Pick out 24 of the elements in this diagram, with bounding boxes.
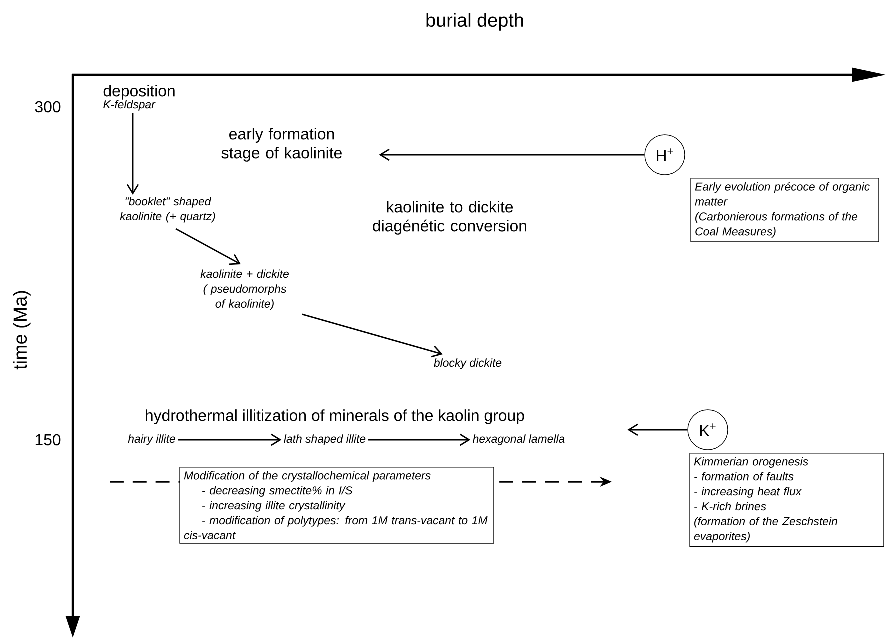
arrow xyxy=(176,228,241,266)
axis-title: burial depth xyxy=(426,13,524,31)
arrow xyxy=(302,314,443,358)
stage-label: kaolinite to dickite diagénétic conversion xyxy=(373,201,526,235)
mineral-label: lath shaped illite xyxy=(284,434,366,446)
axis-title: time (Ma) xyxy=(13,291,31,370)
stage-label: deposition K-feldspar xyxy=(104,85,175,111)
arrow xyxy=(178,434,282,446)
arrow xyxy=(628,424,688,436)
arrow xyxy=(126,113,140,195)
stage-label: hydrothermal illitization of minerals of the kaolin group xyxy=(146,410,524,424)
mineral-label: blocky dickite xyxy=(434,358,502,370)
mineral-label: hexagonal lamella xyxy=(473,434,565,446)
note-box: Modification of the crystallochemical parameters - decreasing smectite% in I/S - increasing illite crystallinity - modification of polytypes: from 1M trans-vacant to 1M cis-vacant xyxy=(180,467,494,544)
arrow xyxy=(379,148,645,162)
mineral-label: "booklet" shaped kaolinite (+ quartz) xyxy=(120,197,216,223)
arrow xyxy=(368,434,471,446)
tick-label: 150 xyxy=(36,434,61,446)
tick-label: 300 xyxy=(35,101,61,113)
mineral-label: hairy illite xyxy=(128,434,176,446)
note-box: Early evolution précoce of organic matter (Carbonierous formations of the Coal Measures) xyxy=(690,178,880,242)
note-box: Kimmerian orogenesis - formation of faults - increasing heat flux - K-rich brines (formation of the Zeschstein evaporites) xyxy=(690,453,884,548)
mineral-label: kaolinite + dickite ( pseudomorphs of kaolinite) xyxy=(200,270,289,310)
stage-label: early formation stage of kaolinite xyxy=(222,128,342,162)
